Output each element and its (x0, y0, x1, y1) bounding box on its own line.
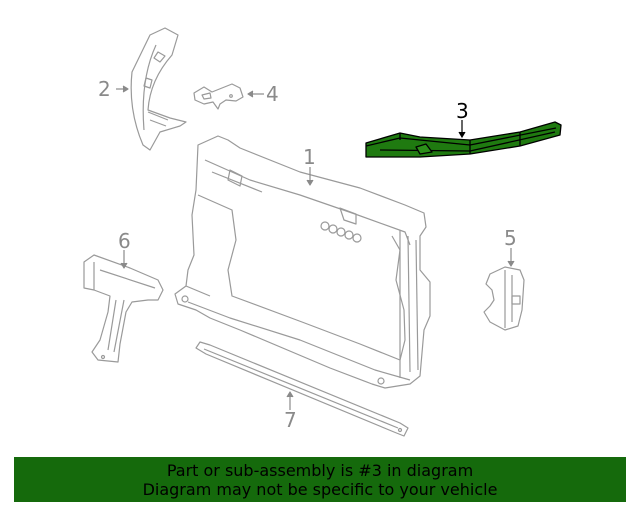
part-5-bracket[interactable] (483, 266, 525, 331)
part-2-bracket[interactable] (130, 27, 187, 151)
leader-line-3 (458, 120, 466, 139)
callout-2[interactable]: 2 (98, 77, 111, 101)
part-6-bracket[interactable] (83, 254, 164, 363)
part-7-tie-bar[interactable] (195, 341, 409, 437)
callout-6[interactable]: 6 (118, 229, 131, 253)
part-4-bracket[interactable] (193, 83, 244, 110)
parts-diagram (83, 27, 562, 437)
callout-7[interactable]: 7 (284, 408, 297, 432)
info-banner: Part or sub-assembly is #3 in diagram Di… (14, 457, 626, 502)
callout-1[interactable]: 1 (303, 145, 316, 169)
banner-line-disclaimer: Diagram may not be specific to your vehi… (142, 480, 498, 499)
callout-4[interactable]: 4 (266, 82, 279, 106)
callout-5[interactable]: 5 (504, 226, 517, 250)
part-1-frame[interactable] (174, 135, 431, 389)
leader-lines (116, 85, 515, 410)
callout-3[interactable]: 3 (456, 99, 469, 123)
part-3-cross-member-highlighted[interactable] (365, 121, 562, 158)
banner-line-part-number: Part or sub-assembly is #3 in diagram (166, 461, 474, 480)
